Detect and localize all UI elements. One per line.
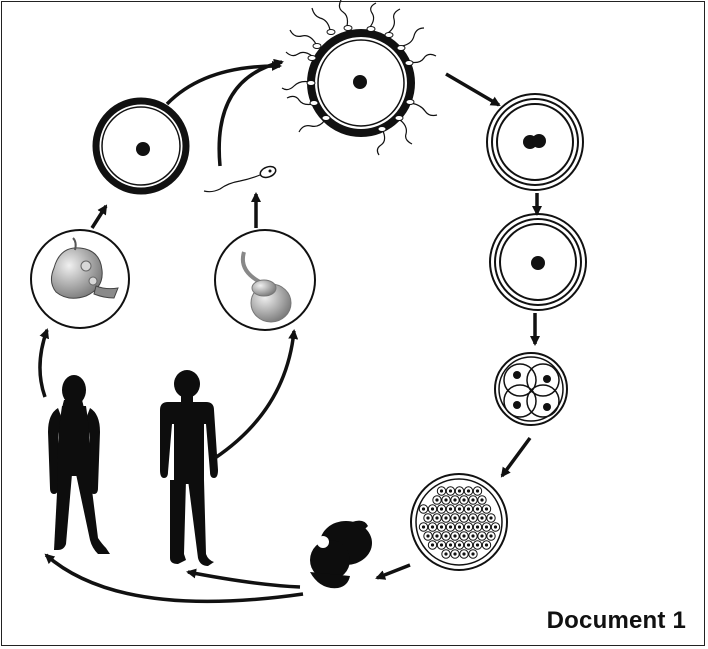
morula-cell-nucleus (435, 534, 439, 538)
four-cell-icon (494, 352, 568, 426)
female-silhouette-icon (48, 375, 110, 554)
male-silhouette-icon (160, 370, 218, 566)
morula-cell-nucleus (444, 498, 448, 502)
morula-cell-nucleus (493, 525, 498, 529)
morula-cell-nucleus (435, 498, 439, 502)
morula-cell-nucleus (462, 516, 466, 520)
morula-cell-nucleus (466, 507, 471, 511)
morula-cell-nucleus (480, 516, 484, 520)
morula-cell-nucleus (471, 552, 475, 556)
zygote-nucleus-icon (489, 213, 587, 311)
morula-cell-nucleus (453, 534, 457, 538)
morula-cell-nucleus (457, 489, 462, 493)
morula-cell-nucleus (421, 525, 426, 529)
fertilization-icon (281, 0, 438, 156)
morula-cell-nucleus (475, 489, 480, 493)
morula-cell-nucleus (426, 516, 430, 520)
morula-cell-nucleus (484, 507, 489, 511)
morula-cell-nucleus (466, 525, 471, 529)
morula-cell-nucleus (448, 489, 453, 493)
morula-cell-nucleus (466, 543, 471, 547)
morula-cell-nucleus (421, 507, 426, 511)
morula-icon (410, 473, 508, 571)
morula-cell-nucleus (430, 525, 435, 529)
morula-cell-nucleus (448, 525, 453, 529)
morula-cell-nucleus (471, 498, 475, 502)
morula-cell-nucleus (430, 507, 435, 511)
morula-cell-nucleus (457, 525, 462, 529)
morula-cell-nucleus (453, 498, 457, 502)
sperm-icon (203, 165, 277, 193)
cycle-arrows (38, 58, 542, 604)
zygote-icon (486, 93, 584, 191)
morula-cell-nucleus (457, 543, 462, 547)
morula-cell-nucleus (444, 552, 448, 556)
fetus-icon (310, 520, 372, 589)
morula-cell-nucleus (471, 534, 475, 538)
morula-cell-nucleus (462, 498, 466, 502)
document-label: Document 1 (546, 607, 686, 634)
morula-cell-nucleus (448, 507, 453, 511)
morula-cell-nucleus (480, 498, 484, 502)
morula-cell-nucleus (480, 534, 484, 538)
morula-cell-nucleus (489, 516, 493, 520)
morula-cell-nucleus (439, 489, 444, 493)
morula-cell-nucleus (462, 534, 466, 538)
morula-cell-nucleus (489, 534, 493, 538)
morula-cell-nucleus (462, 552, 466, 556)
morula-cell-nucleus (475, 507, 480, 511)
morula-cell-nucleus (439, 507, 444, 511)
morula-cell-nucleus (444, 516, 448, 520)
morula-cell-nucleus (471, 516, 475, 520)
morula-cell-nucleus (439, 525, 444, 529)
morula-cell-nucleus (430, 543, 435, 547)
morula-cell-nucleus (484, 543, 489, 547)
morula-cell-nucleus (435, 516, 439, 520)
morula-cell-nucleus (453, 516, 457, 520)
morula-cell-nucleus (475, 543, 480, 547)
morula-cell-nucleus (426, 534, 430, 538)
morula-cell-nucleus (457, 507, 462, 511)
morula-cell-nucleus (444, 534, 448, 538)
morula-cell-nucleus (448, 543, 453, 547)
oocyte-icon (92, 97, 190, 195)
morula-cell-nucleus (439, 543, 444, 547)
morula-cell-nucleus (466, 489, 471, 493)
morula-cell-nucleus (475, 525, 480, 529)
morula-cell-nucleus (484, 525, 489, 529)
morula-cell-nucleus (453, 552, 457, 556)
ovary-icon (30, 229, 130, 329)
testis-icon (214, 229, 316, 331)
